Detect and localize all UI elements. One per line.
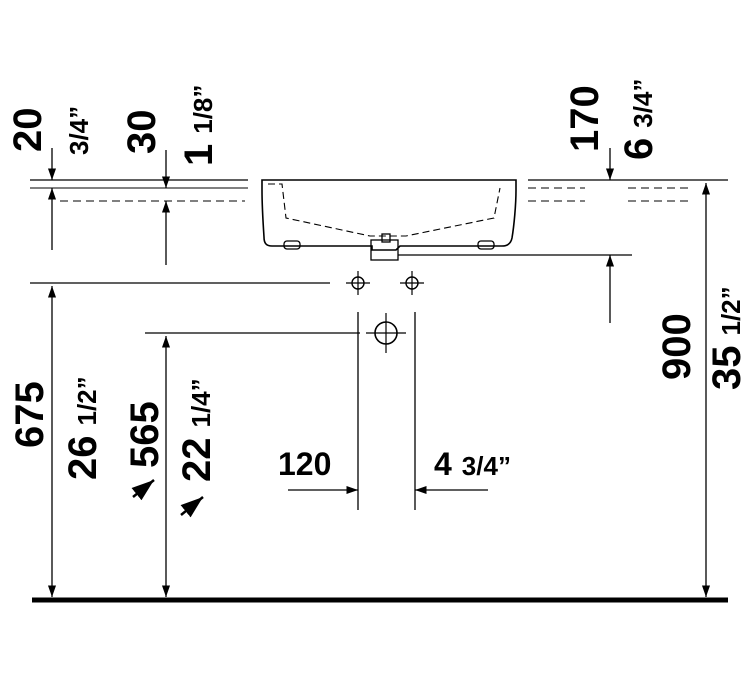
dimension-30-inch: 1 1/8” <box>177 85 221 166</box>
dimension-900-inch-whole: 35 <box>705 346 749 391</box>
dimension-120-mm: 120 <box>278 446 331 482</box>
drain-connector-icon <box>145 313 406 353</box>
cold-water-connector-icon <box>346 271 370 295</box>
dimension-170-inch-frac: 3/4” <box>628 79 658 128</box>
dimension-120-inch: 4 3/4” <box>434 446 511 482</box>
water-supply-points <box>30 271 424 295</box>
dimension-30: 30 1 1/8” <box>120 85 221 265</box>
dimension-675-mm: 675 <box>8 381 52 448</box>
dimension-170-inch: 6 3/4” <box>617 79 661 160</box>
dimension-120-inch-frac: 3/4” <box>462 451 511 481</box>
dimension-900: 900 35 1/2” <box>655 183 749 597</box>
dimension-20-mm: 20 <box>6 108 50 153</box>
dimension-565-inch-frac: 1/4” <box>186 378 216 427</box>
dimension-30-inch-frac: 1/8” <box>188 85 218 134</box>
dimension-900-inch-frac: 1/2” <box>716 286 746 335</box>
dimension-30-mm: 30 <box>120 110 164 155</box>
dimension-565: 565 22 1/4” <box>123 336 219 597</box>
dimension-120: 120 4 3/4” <box>278 446 511 495</box>
dimension-565-mm: 565 <box>123 401 167 468</box>
dimension-900-mm: 900 <box>655 313 699 380</box>
dimension-20-inch: 3/4” <box>64 106 94 155</box>
washbasin-body <box>261 179 632 261</box>
pointer-arrow-icon <box>131 479 155 501</box>
dimension-30-inch-whole: 1 <box>177 144 221 166</box>
dimension-120-inch-whole: 4 <box>434 446 452 482</box>
hot-water-connector-icon <box>400 271 424 295</box>
dimension-170-mm: 170 <box>563 85 607 152</box>
dimension-170-inch-whole: 6 <box>617 138 661 160</box>
dimension-20-inch-frac: 3/4” <box>64 106 94 155</box>
dimension-675-inch-frac: 1/2” <box>72 376 102 425</box>
dimension-20: 20 3/4” <box>6 106 94 250</box>
dimension-675-inch-whole: 26 <box>61 436 105 481</box>
pointer-arrow-icon <box>180 496 204 518</box>
dimension-565-inch: 22 1/4” <box>175 378 219 482</box>
dimension-675-inch: 26 1/2” <box>61 376 105 480</box>
rim-reference-lines <box>30 179 728 202</box>
dimension-900-inch: 35 1/2” <box>705 286 749 390</box>
dimension-675: 675 26 1/2” <box>8 286 105 597</box>
dimension-565-inch-whole: 22 <box>175 438 219 483</box>
dimension-170: 170 6 3/4” <box>563 79 661 323</box>
